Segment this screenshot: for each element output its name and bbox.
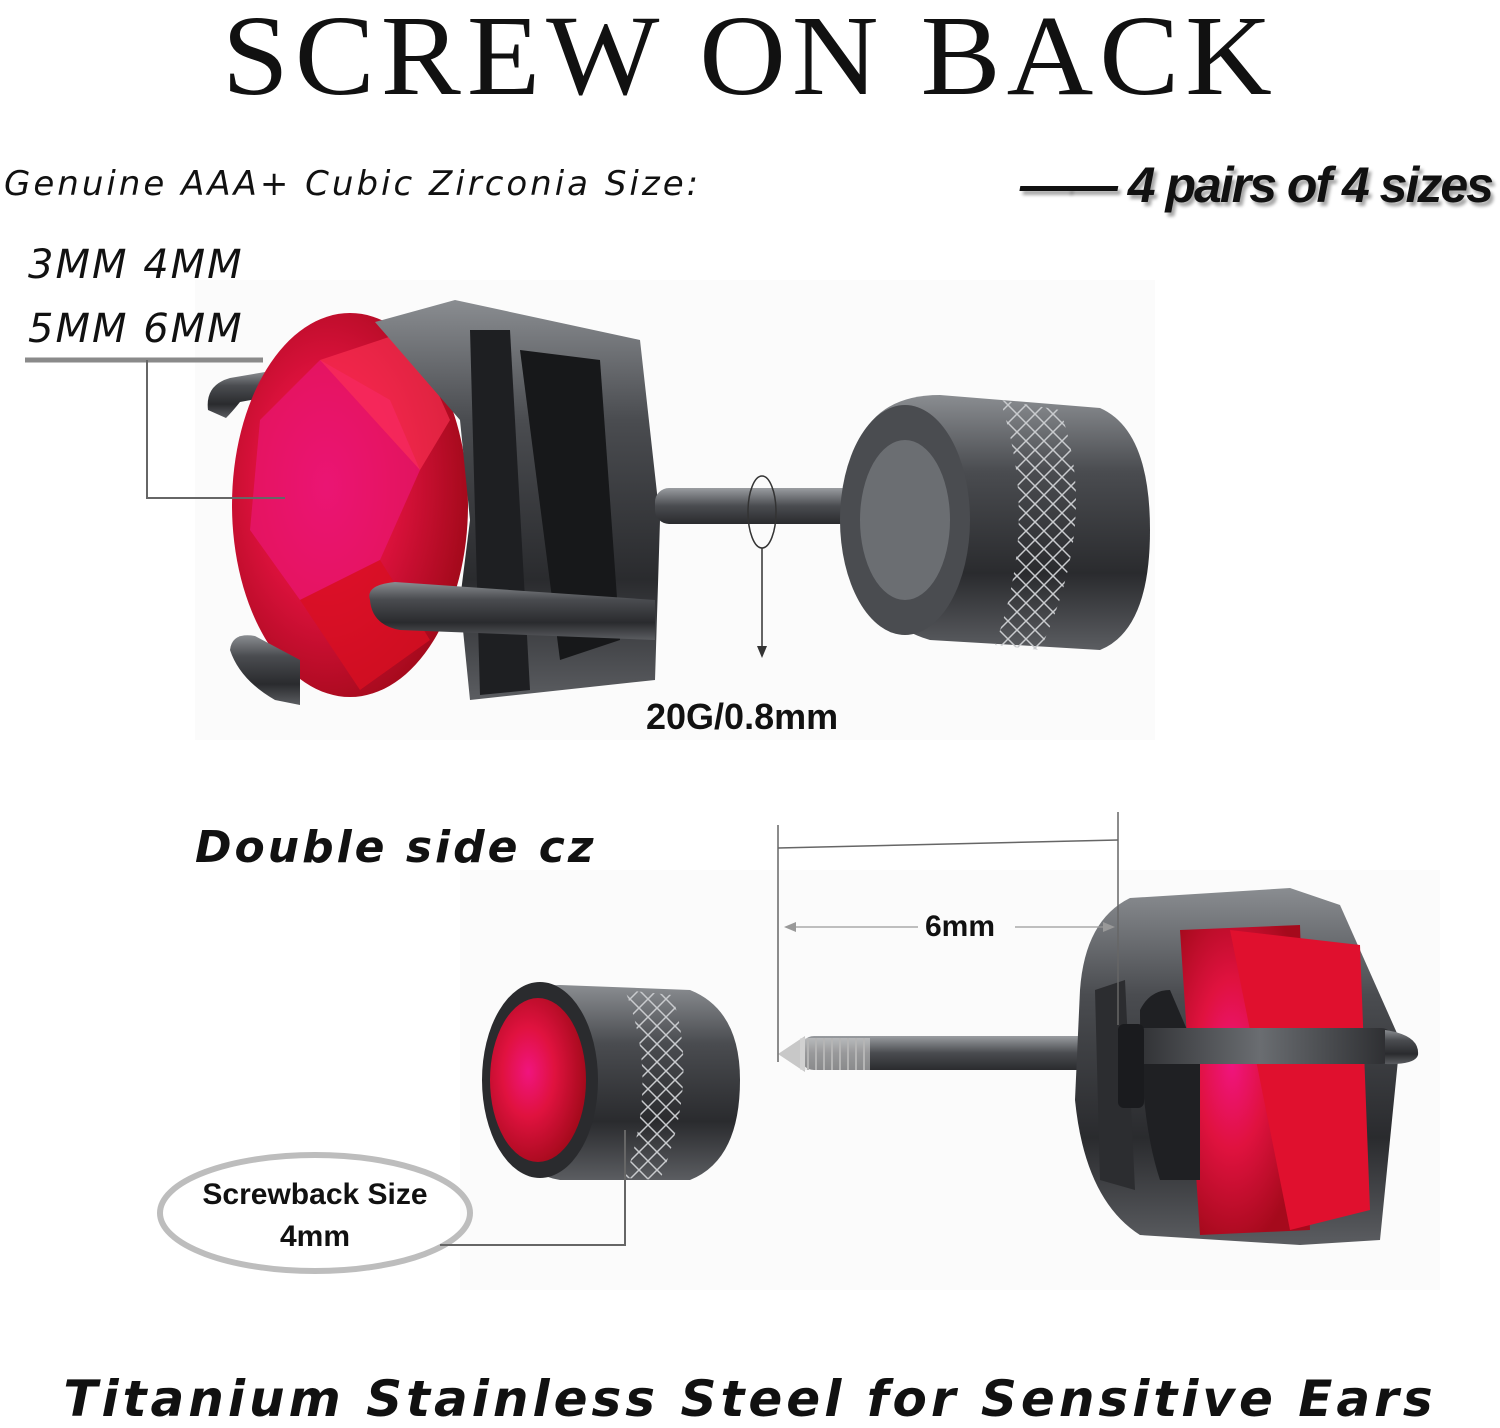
screwback-size-line2: 4mm xyxy=(279,1220,351,1253)
size-pointer xyxy=(25,357,285,499)
screwback-callout xyxy=(157,1130,626,1274)
pairs-tagline: —— 4 pairs of 4 sizes xyxy=(1019,157,1494,213)
gauge-label: 20G/0.8mm xyxy=(646,696,839,737)
bottom-earring xyxy=(460,870,1440,1290)
gauge-indicator xyxy=(747,475,777,658)
length-dimension xyxy=(777,812,1119,1062)
prong-bottom-left xyxy=(230,635,300,705)
size-row-2: 5MM 6MM xyxy=(28,306,244,352)
pin-bottom xyxy=(800,1036,1130,1070)
page-title: SCREW ON BACK xyxy=(222,0,1278,119)
prong-top-left xyxy=(207,372,265,418)
double-side-label: Double side cz xyxy=(195,822,597,873)
footer-material: Titanium Stainless Steel for Sensitive E… xyxy=(63,1370,1437,1428)
cz-size-heading: Genuine AAA+ Cubic Zirconia Size: xyxy=(4,164,702,204)
length-label: 6mm xyxy=(925,910,996,943)
gem-small xyxy=(490,998,586,1162)
top-earring xyxy=(195,280,1155,740)
size-row-1: 3MM 4MM xyxy=(28,242,244,288)
screwback-size-line1: Screwback Size xyxy=(202,1178,428,1211)
prong-bottom xyxy=(369,582,655,640)
